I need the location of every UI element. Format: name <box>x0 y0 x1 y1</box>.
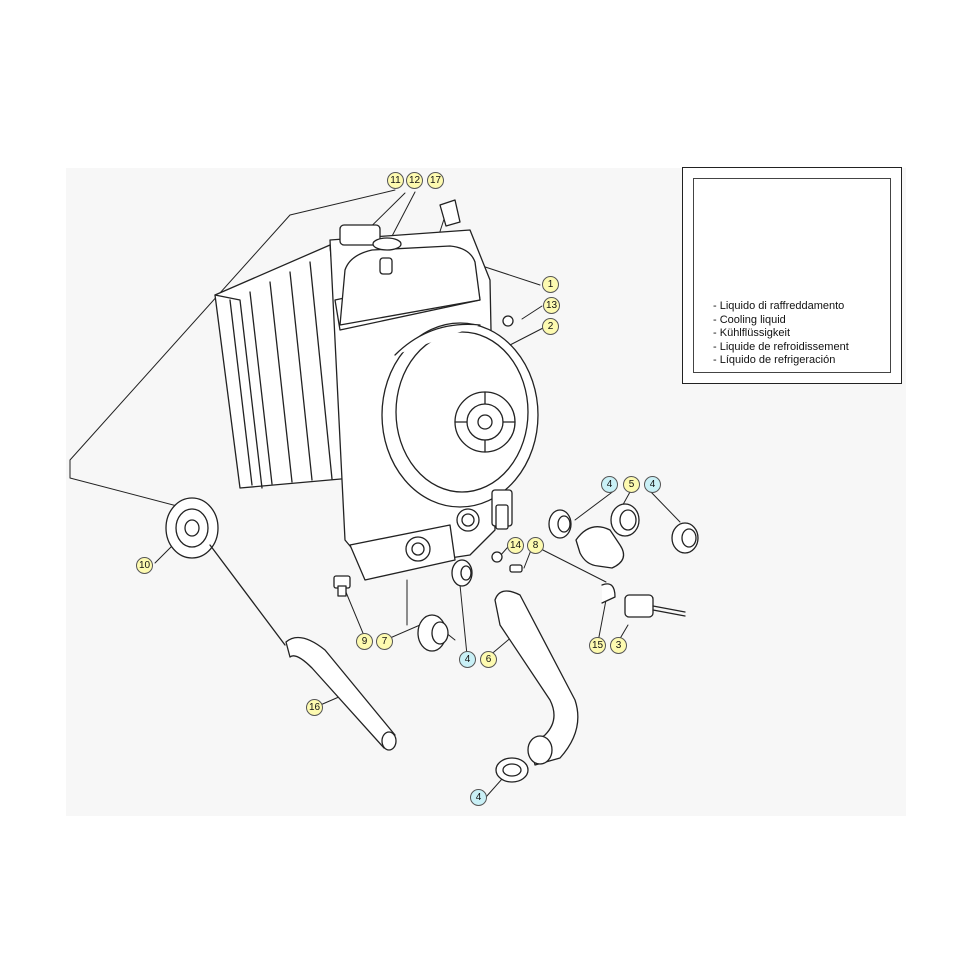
temperature-sensor <box>601 583 686 618</box>
legend-line-german: Kühlflüssigkeit <box>713 327 849 341</box>
callout-12[interactable]: 12 <box>406 172 423 189</box>
leader-lines <box>69 189 681 798</box>
callout-17[interactable]: 17 <box>427 172 444 189</box>
callout-10[interactable]: 10 <box>136 557 153 574</box>
fan-connector <box>491 489 513 530</box>
callout-9[interactable]: 9 <box>356 633 373 650</box>
legend-line-spanish: Líquido de refrigeración <box>713 354 849 368</box>
long-hose <box>494 590 579 766</box>
callout-6[interactable]: 6 <box>480 651 497 668</box>
legend-list: Liquido di raffreddamento Cooling liquid… <box>713 300 849 368</box>
rubber-mount <box>417 614 449 652</box>
fan-shroud <box>381 322 539 508</box>
legend-line-italian: Liquido di raffreddamento <box>713 300 849 314</box>
legend-line-french: Liquide de refroidissement <box>713 341 849 355</box>
radiator-cap <box>165 497 219 559</box>
legend-inner-frame <box>693 178 891 373</box>
callout-8[interactable]: 8 <box>527 537 544 554</box>
callout-1[interactable]: 1 <box>542 276 559 293</box>
callout-4-upper-left[interactable]: 4 <box>601 476 618 493</box>
callout-15[interactable]: 15 <box>589 637 606 654</box>
callout-7[interactable]: 7 <box>376 633 393 650</box>
callout-14[interactable]: 14 <box>507 537 524 554</box>
thin-tube <box>209 544 286 646</box>
callout-4-bottom[interactable]: 4 <box>470 789 487 806</box>
callout-4-middle[interactable]: 4 <box>459 651 476 668</box>
legend-line-english: Cooling liquid <box>713 314 849 328</box>
callout-13[interactable]: 13 <box>543 297 560 314</box>
callout-11[interactable]: 11 <box>387 172 404 189</box>
elbow-hose <box>575 503 640 569</box>
callout-2[interactable]: 2 <box>542 318 559 335</box>
callout-16[interactable]: 16 <box>306 699 323 716</box>
callout-5[interactable]: 5 <box>623 476 640 493</box>
overflow-hose <box>285 636 397 751</box>
fittings <box>405 199 523 573</box>
callout-3[interactable]: 3 <box>610 637 627 654</box>
hose-clamps <box>451 509 699 783</box>
bolt <box>333 575 351 597</box>
callout-4-upper-right[interactable]: 4 <box>644 476 661 493</box>
legend-box: Liquido di raffreddamento Cooling liquid… <box>682 167 902 384</box>
